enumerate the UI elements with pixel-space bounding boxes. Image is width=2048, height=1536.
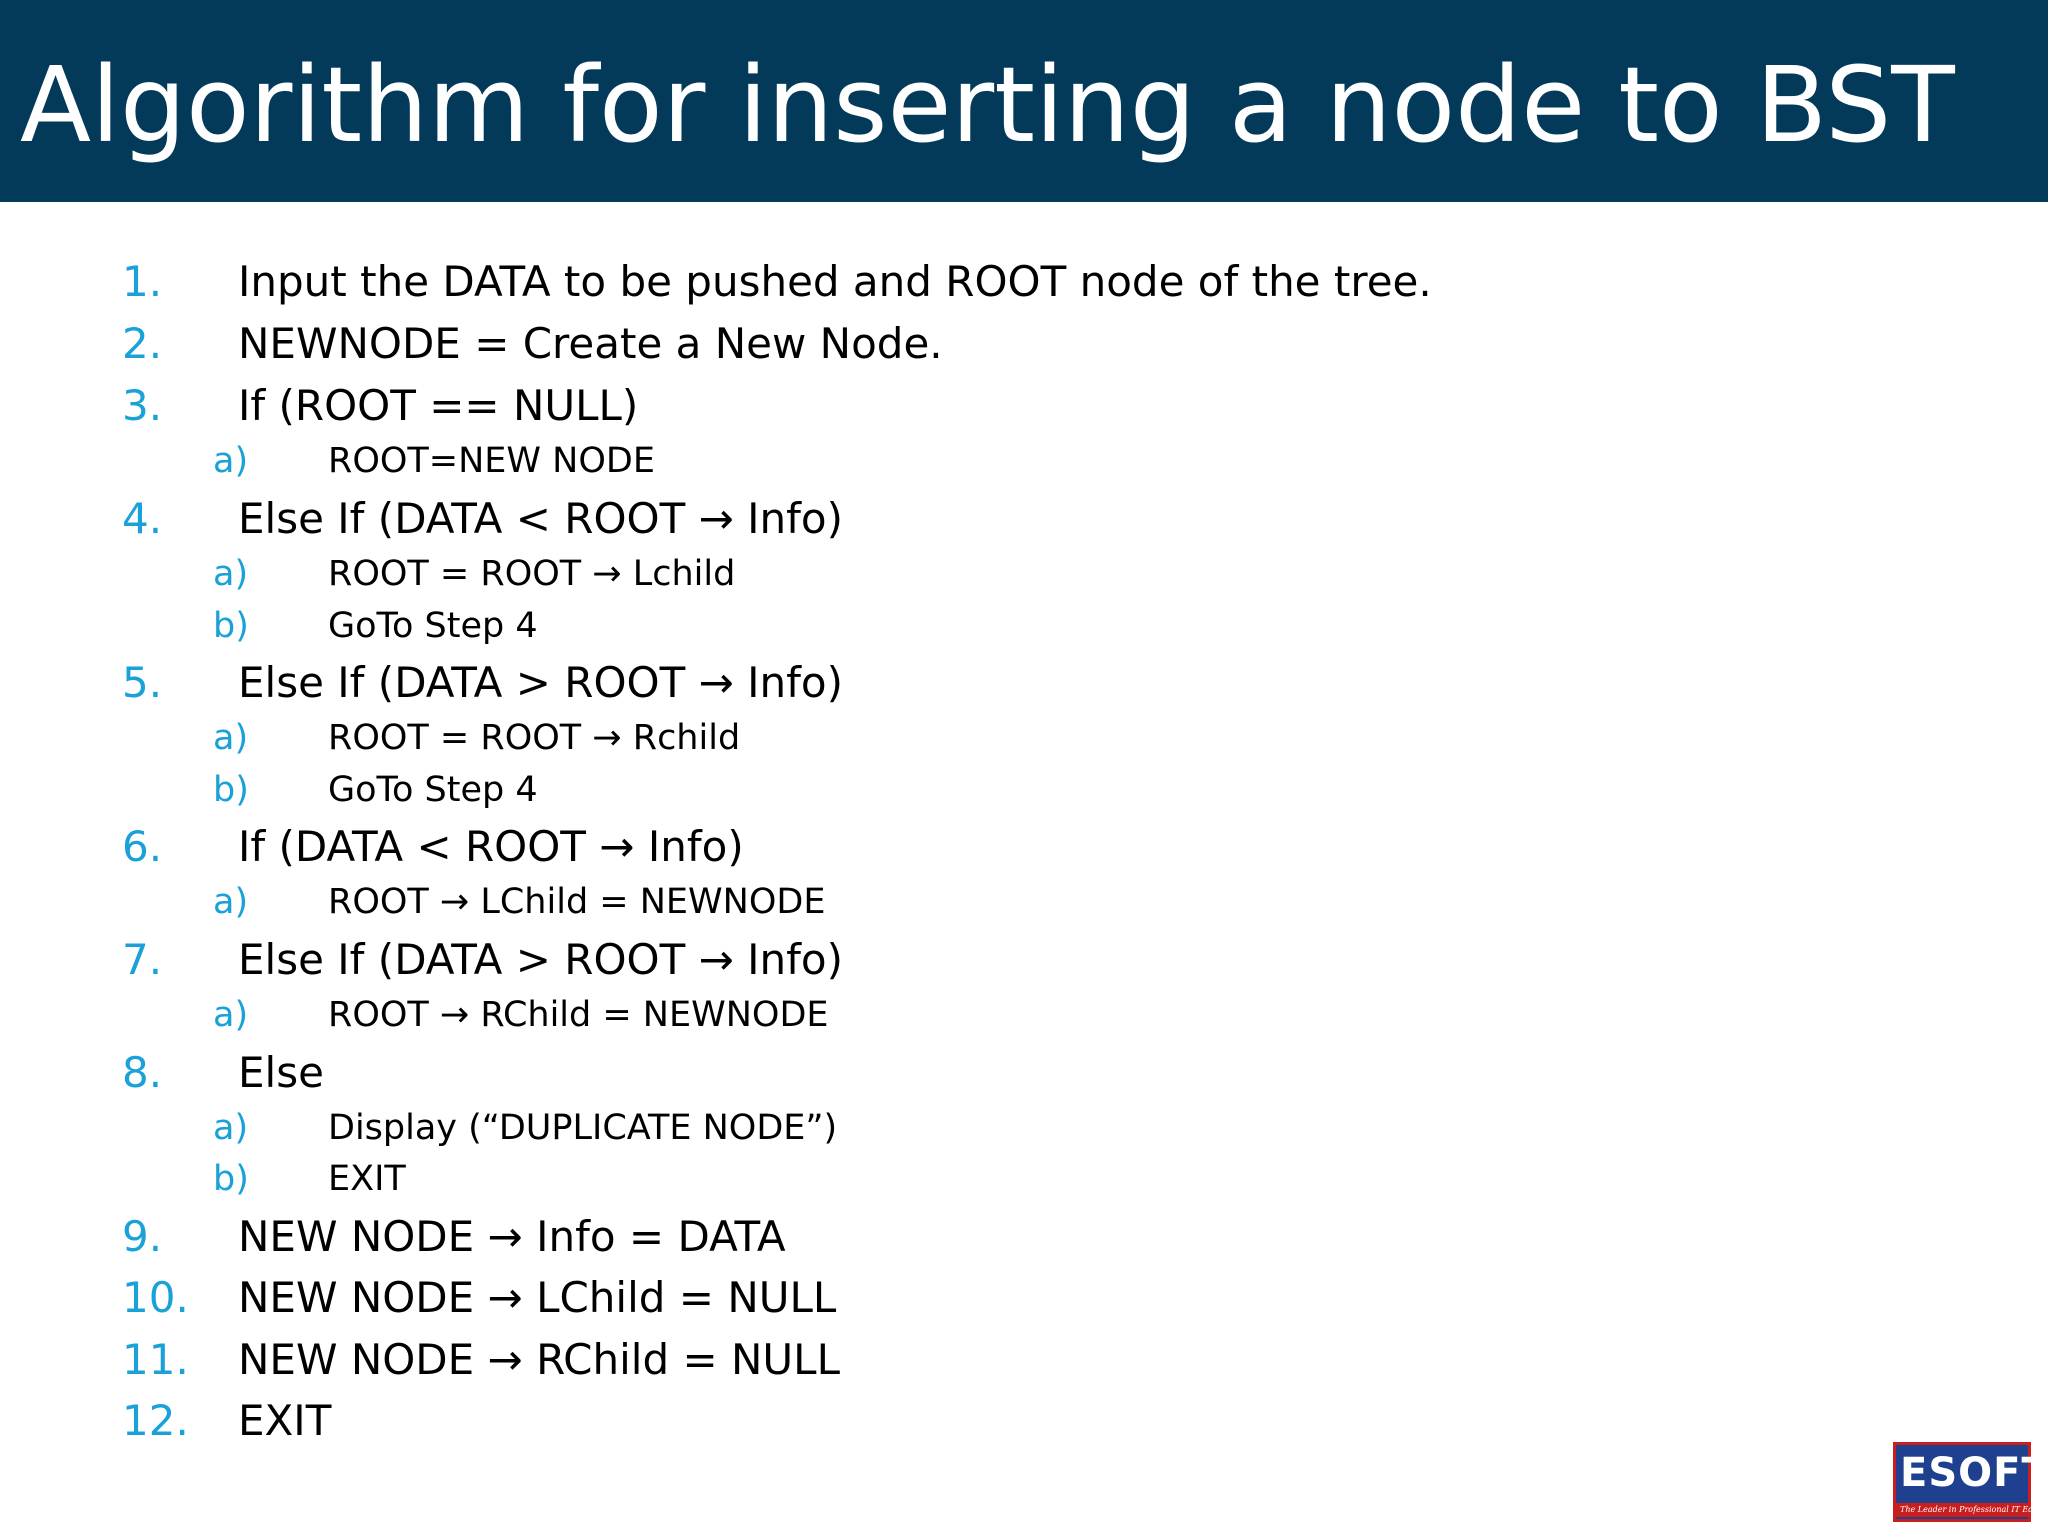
substep-text: ROOT = ROOT → Lchild bbox=[328, 554, 736, 594]
substep-letter: b) bbox=[213, 1159, 249, 1199]
substep-letter: a) bbox=[213, 882, 249, 922]
step-text: Input the DATA to be pushed and ROOT nod… bbox=[238, 257, 1432, 306]
substep-text: ROOT = ROOT → Rchild bbox=[328, 718, 741, 758]
substep-text: GoTo Step 4 bbox=[328, 770, 538, 810]
substep-letter: a) bbox=[213, 995, 249, 1035]
step-number: 4. bbox=[122, 494, 163, 543]
logo-tagline-bar: The Leader in Professional IT Education bbox=[1896, 1503, 2048, 1517]
step-number: 3. bbox=[122, 381, 163, 430]
substep-letter: a) bbox=[213, 441, 249, 481]
substep-letter: a) bbox=[213, 554, 249, 594]
slide-title: Algorithm for inserting a node to BST bbox=[20, 44, 1955, 166]
step-text: NEW NODE → Info = DATA bbox=[238, 1212, 786, 1261]
substep-text: EXIT bbox=[328, 1159, 406, 1199]
substep-text: ROOT → LChild = NEWNODE bbox=[328, 882, 826, 922]
substep-letter: a) bbox=[213, 718, 249, 758]
step-number: 10. bbox=[122, 1273, 189, 1322]
step-text: Else bbox=[238, 1048, 324, 1097]
substep-text: GoTo Step 4 bbox=[328, 606, 538, 646]
step-number: 2. bbox=[122, 319, 163, 368]
step-number: 6. bbox=[122, 822, 163, 871]
step-text: Else If (DATA < ROOT → Info) bbox=[238, 494, 844, 543]
substep-text: ROOT → RChild = NEWNODE bbox=[328, 995, 829, 1035]
step-text: EXIT bbox=[238, 1396, 332, 1445]
step-number: 1. bbox=[122, 257, 163, 306]
step-number: 9. bbox=[122, 1212, 163, 1261]
substep-letter: a) bbox=[213, 1108, 249, 1148]
step-number: 12. bbox=[122, 1396, 189, 1445]
step-text: NEW NODE → LChild = NULL bbox=[238, 1273, 837, 1322]
substep-letter: b) bbox=[213, 606, 249, 646]
step-number: 8. bbox=[122, 1048, 163, 1097]
step-text: Else If (DATA > ROOT → Info) bbox=[238, 658, 844, 707]
step-text: If (DATA < ROOT → Info) bbox=[238, 822, 744, 871]
substep-text: Display (“DUPLICATE NODE”) bbox=[328, 1108, 838, 1148]
step-text: If (ROOT == NULL) bbox=[238, 381, 639, 430]
step-text: NEWNODE = Create a New Node. bbox=[238, 319, 943, 368]
substep-letter: b) bbox=[213, 770, 249, 810]
title-bar: Algorithm for inserting a node to BST bbox=[0, 0, 2048, 202]
step-number: 5. bbox=[122, 658, 163, 707]
step-text: Else If (DATA > ROOT → Info) bbox=[238, 935, 844, 984]
logo-wordmark: ESOFT bbox=[1900, 1450, 2048, 1496]
step-text: NEW NODE → RChild = NULL bbox=[238, 1335, 840, 1384]
step-number: 7. bbox=[122, 935, 163, 984]
substep-text: ROOT=NEW NODE bbox=[328, 441, 655, 481]
step-number: 11. bbox=[122, 1335, 189, 1384]
esoft-logo: ESOFT The Leader in Professional IT Educ… bbox=[1893, 1442, 2048, 1522]
logo-tagline: The Leader in Professional IT Education bbox=[1900, 1505, 2048, 1514]
